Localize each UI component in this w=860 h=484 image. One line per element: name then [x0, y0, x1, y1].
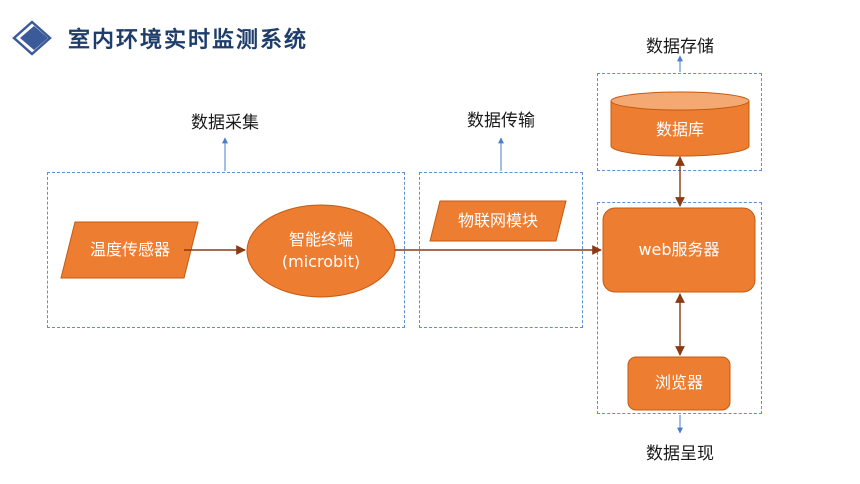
collect-group-label: 数据采集 — [191, 113, 259, 133]
storage-group-label: 数据存储 — [646, 37, 714, 57]
transfer-group-label: 数据传输 — [467, 111, 535, 131]
database-shape — [610, 91, 750, 157]
web-server-shape — [602, 207, 756, 293]
database-label: 数据库 — [655, 120, 704, 139]
terminal-label-line1: 智能终端 — [288, 230, 353, 249]
browser-label: 浏览器 — [654, 373, 703, 392]
browser-shape — [627, 356, 731, 411]
diamond-logo-icon — [12, 20, 52, 56]
terminal-label-line2: (microbit) — [281, 252, 361, 271]
sensor-shape — [60, 221, 199, 279]
terminal-label: 智能终端 (microbit) — [247, 228, 395, 274]
page-title: 室内环境实时监测系统 — [68, 27, 309, 53]
display-group-label: 数据呈现 — [646, 444, 714, 464]
iot-module-shape — [429, 200, 567, 242]
sensor-label: 温度传感器 — [89, 240, 170, 259]
iot-module-label: 物联网模块 — [457, 211, 538, 230]
terminal-shape — [246, 204, 396, 298]
web-server-label: web服务器 — [638, 240, 720, 259]
